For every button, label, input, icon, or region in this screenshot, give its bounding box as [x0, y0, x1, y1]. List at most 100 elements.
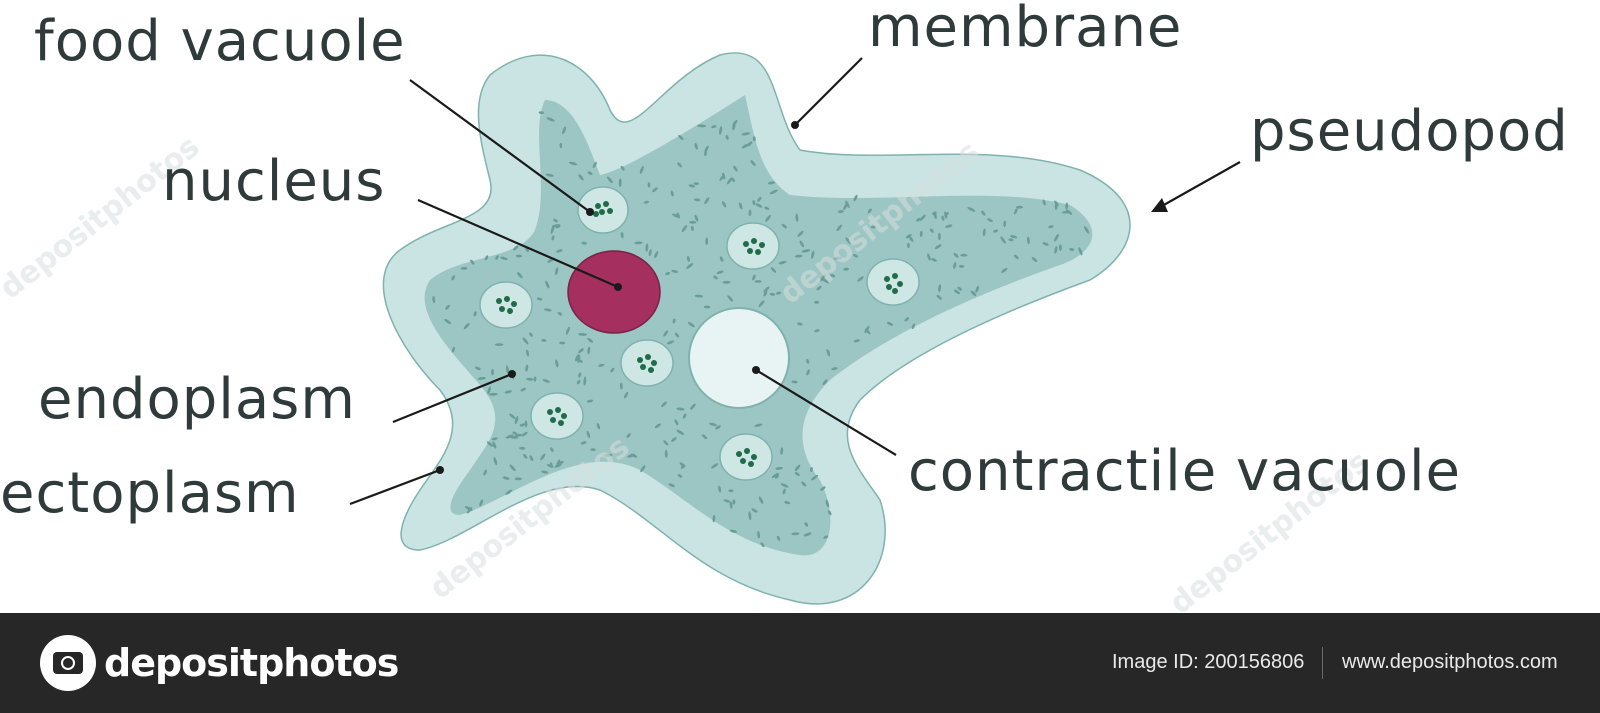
- leader-contractile-vacuole: [755, 369, 897, 456]
- granule: [775, 291, 782, 295]
- granule: [945, 224, 953, 228]
- granule: [722, 280, 731, 284]
- granule: [831, 367, 838, 371]
- granule: [758, 496, 764, 504]
- granule: [652, 187, 658, 193]
- granule: [505, 365, 510, 375]
- granule: [741, 143, 749, 149]
- granule: [1000, 236, 1006, 244]
- granule: [1031, 257, 1038, 262]
- granule: [529, 332, 533, 337]
- granule: [477, 376, 486, 380]
- granule: [853, 194, 858, 202]
- granule: [748, 511, 752, 521]
- granule: [494, 343, 504, 346]
- granule: [797, 322, 803, 326]
- granule: [523, 453, 528, 459]
- granule: [927, 253, 931, 261]
- granule: [495, 255, 499, 260]
- granule: [592, 161, 597, 169]
- granule: [778, 260, 787, 265]
- granule: [794, 254, 803, 258]
- granule: [536, 297, 543, 301]
- granule: [690, 225, 694, 231]
- granule: [509, 413, 516, 419]
- granule: [1054, 200, 1059, 207]
- granule: [562, 126, 567, 135]
- granule: [931, 258, 937, 262]
- leader-endoplasm: [392, 372, 513, 424]
- granule: [555, 267, 559, 276]
- nucleus-shape: [567, 250, 661, 334]
- granule: [820, 274, 826, 282]
- granule: [1013, 254, 1019, 260]
- granule: [811, 250, 815, 259]
- granule: [606, 176, 613, 184]
- label-contractile-vacuole: contractile vacuole: [908, 439, 1461, 504]
- granule: [982, 228, 986, 237]
- granule: [905, 234, 912, 239]
- granule: [1008, 238, 1014, 242]
- granule: [763, 286, 770, 293]
- granule: [804, 522, 809, 527]
- pointer-dot: [791, 121, 799, 129]
- granule: [771, 472, 779, 479]
- granule: [981, 210, 986, 216]
- granule: [474, 366, 481, 371]
- granule: [542, 379, 550, 383]
- granule: [719, 256, 724, 262]
- granule: [587, 171, 593, 176]
- granule: [916, 217, 921, 222]
- granule: [712, 515, 716, 523]
- granule: [909, 236, 914, 242]
- pointer-dot: [614, 283, 622, 291]
- granule: [726, 177, 733, 185]
- granule: [934, 244, 942, 250]
- granule: [492, 441, 497, 449]
- granule: [502, 476, 510, 480]
- granule: [728, 489, 734, 493]
- granule: [748, 209, 752, 217]
- granule: [727, 295, 734, 302]
- site-url-link[interactable]: www.depositphotos.com: [1342, 651, 1558, 673]
- granule: [488, 392, 498, 396]
- granule: [444, 318, 452, 325]
- brand-logo[interactable]: depositphotos: [40, 635, 399, 691]
- granule: [521, 431, 528, 437]
- granule: [578, 174, 584, 181]
- granule: [689, 220, 697, 224]
- granule: [729, 501, 733, 509]
- granule: [694, 214, 699, 222]
- granule: [533, 376, 537, 382]
- granule: [719, 175, 725, 181]
- granule: [795, 213, 799, 222]
- granule: [751, 508, 758, 513]
- granule: [1010, 235, 1018, 239]
- granule: [784, 501, 791, 505]
- granule: [674, 332, 680, 338]
- granule: [577, 354, 581, 364]
- footer-bar: depositphotos Image ID: 200156806 www.de…: [0, 613, 1600, 713]
- granule: [799, 240, 805, 248]
- granule: [460, 266, 468, 270]
- granule: [1016, 205, 1023, 209]
- granule: [833, 256, 842, 260]
- granule: [568, 161, 578, 166]
- granule: [515, 254, 523, 258]
- pointer-dot: [586, 208, 594, 216]
- brand-name: depositphotos: [104, 641, 399, 685]
- granule: [709, 422, 717, 427]
- granule: [626, 433, 631, 438]
- granule: [681, 225, 688, 233]
- granule: [565, 326, 571, 335]
- granule: [678, 134, 684, 141]
- granule: [936, 294, 942, 300]
- granule: [806, 358, 810, 364]
- granule: [578, 332, 588, 336]
- granule: [816, 285, 822, 291]
- granule: [1026, 236, 1030, 245]
- granule: [578, 348, 584, 354]
- granule: [576, 379, 581, 385]
- granule: [671, 269, 679, 273]
- granule: [538, 111, 544, 115]
